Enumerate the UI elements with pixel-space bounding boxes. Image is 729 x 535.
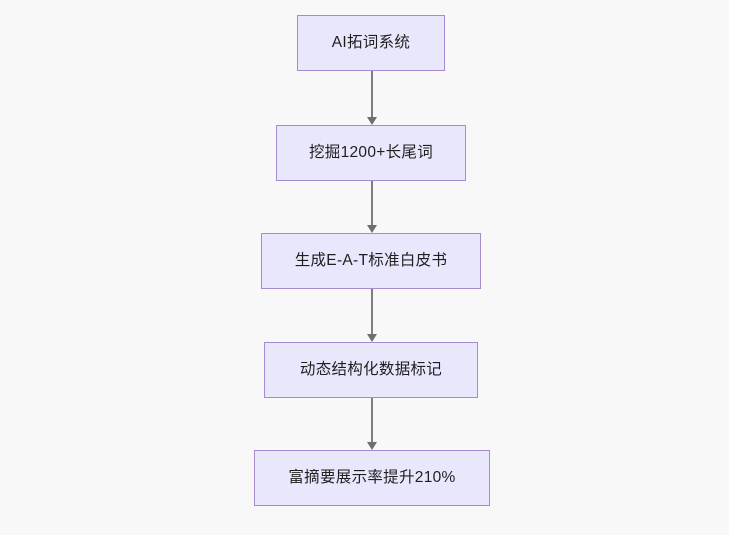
flowchart-node-label: 动态结构化数据标记 (299, 361, 443, 379)
arrowhead-icon (367, 225, 377, 233)
flowchart-node-n2[interactable]: 挖掘1200+长尾词 (276, 125, 466, 181)
flowchart-node-n5[interactable]: 富摘要展示率提升210% (254, 450, 490, 506)
flowchart-node-label: 富摘要展示率提升210% (288, 469, 456, 487)
flowchart-node-n4[interactable]: 动态结构化数据标记 (264, 342, 478, 398)
flowchart-node-label: 生成E-A-T标准白皮书 (294, 252, 448, 270)
edge-line (371, 181, 373, 225)
flowchart-node-n1[interactable]: AI拓词系统 (297, 15, 445, 71)
flowchart-node-n3[interactable]: 生成E-A-T标准白皮书 (261, 233, 481, 289)
flowchart-edge-n3-n4 (367, 289, 377, 342)
flowchart-edge-n4-n5 (367, 398, 377, 450)
flowchart-node-label: 挖掘1200+长尾词 (308, 144, 434, 162)
arrowhead-icon (367, 442, 377, 450)
flowchart-edge-n1-n2 (367, 71, 377, 125)
edge-line (371, 289, 373, 334)
arrowhead-icon (367, 117, 377, 125)
arrowhead-icon (367, 334, 377, 342)
flowchart-edge-n2-n3 (367, 181, 377, 233)
flowchart-node-label: AI拓词系统 (331, 34, 411, 52)
edge-line (371, 71, 373, 117)
edge-line (371, 398, 373, 442)
